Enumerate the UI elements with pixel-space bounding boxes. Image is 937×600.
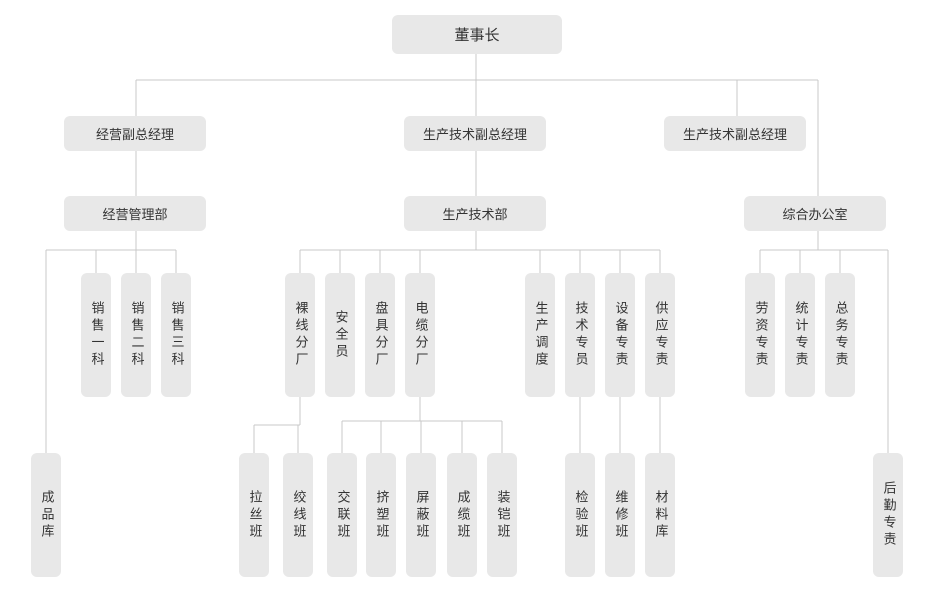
node-tech-specialist: 技术专员 (565, 273, 595, 397)
node-logistics-specialist: 后勤专责 (873, 453, 903, 577)
node-extrusion-team: 挤塑班 (366, 453, 396, 577)
node-cabling-team: 成缆班 (447, 453, 477, 577)
node-crosslink-team: 交联班 (327, 453, 357, 577)
node-supply-specialist: 供应专责 (645, 273, 675, 397)
node-vp-business: 经营副总经理 (64, 116, 206, 151)
node-production-dispatch: 生产调度 (525, 273, 555, 397)
node-statistics-specialist: 统计专责 (785, 273, 815, 397)
node-drawing-team: 拉丝班 (239, 453, 269, 577)
node-chairman: 董事长 (392, 15, 562, 54)
node-general-affairs-specialist: 总务专责 (825, 273, 855, 397)
node-sales-1: 销售一科 (81, 273, 111, 397)
node-reel-factory: 盘具分厂 (365, 273, 395, 397)
node-repair-team: 维修班 (605, 453, 635, 577)
node-cable-factory: 电缆分厂 (405, 273, 435, 397)
node-business-dept: 经营管理部 (64, 196, 206, 231)
node-safety-officer: 安全员 (325, 273, 355, 397)
node-sales-2: 销售二科 (121, 273, 151, 397)
node-equipment-specialist: 设备专责 (605, 273, 635, 397)
node-vp-production-2: 生产技术副总经理 (664, 116, 806, 151)
node-material-store: 材料库 (645, 453, 675, 577)
node-shield-team: 屏蔽班 (406, 453, 436, 577)
node-armor-team: 装铠班 (487, 453, 517, 577)
node-bare-wire-factory: 裸线分厂 (285, 273, 315, 397)
node-inspection-team: 检验班 (565, 453, 595, 577)
node-sales-3: 销售三科 (161, 273, 191, 397)
node-finished-goods-store: 成品库 (31, 453, 61, 577)
node-production-dept: 生产技术部 (404, 196, 546, 231)
node-vp-production-1: 生产技术副总经理 (404, 116, 546, 151)
node-stranding-team: 绞线班 (283, 453, 313, 577)
node-labor-specialist: 劳资专责 (745, 273, 775, 397)
node-general-office: 综合办公室 (744, 196, 886, 231)
